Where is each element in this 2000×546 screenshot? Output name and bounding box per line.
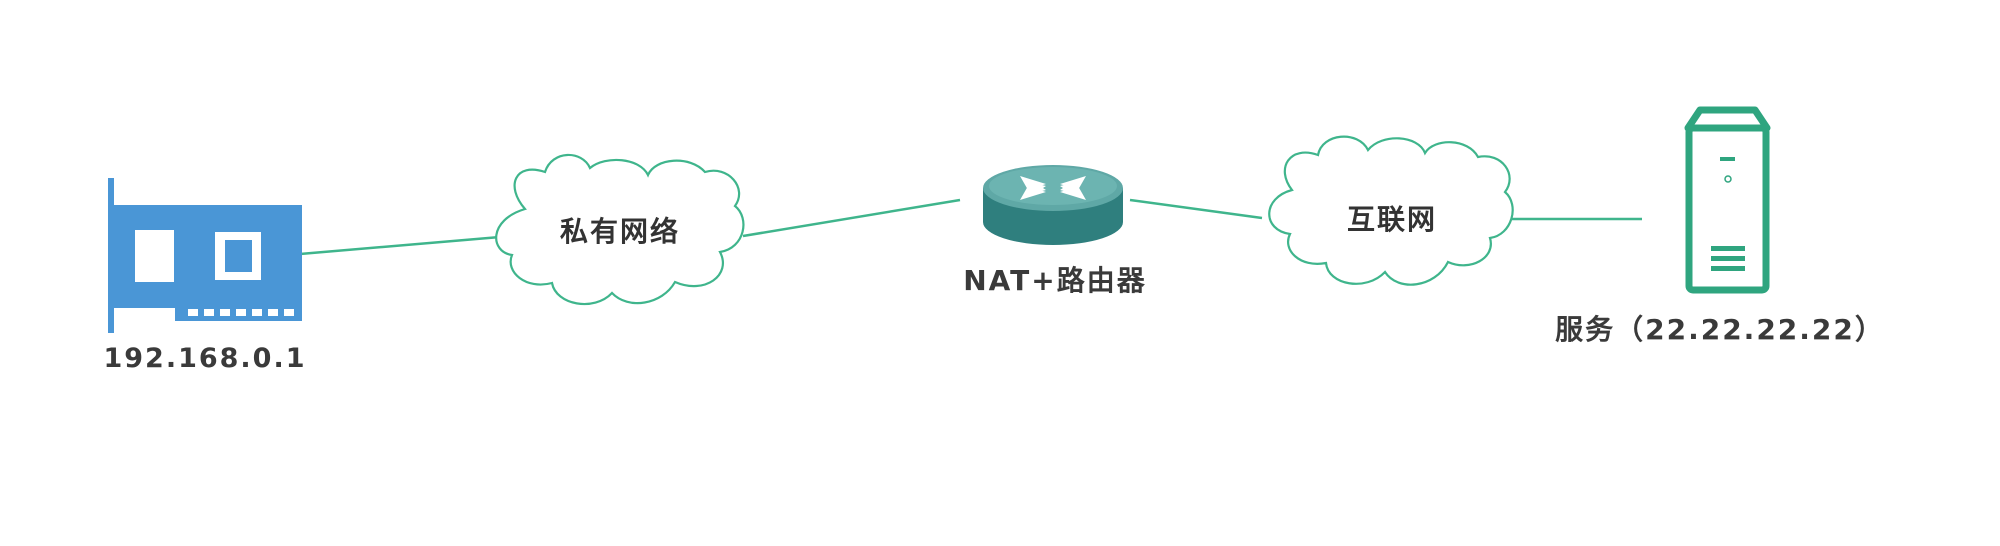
server-label: 服务（22.22.22.22） <box>1555 313 1885 346</box>
router-label: NAT+路由器 <box>963 264 1147 297</box>
router-arrows <box>1020 176 1086 200</box>
private-network-label: 私有网络 <box>560 215 680 248</box>
network-card-icon <box>108 178 302 333</box>
server-led <box>1724 175 1732 183</box>
internet-label: 互联网 <box>1347 203 1437 236</box>
router-icon <box>983 165 1123 245</box>
server-icon <box>1684 106 1771 294</box>
link-private-network-to-router <box>742 198 961 238</box>
cloud-icon-internet <box>1268 135 1514 286</box>
cloud-icon-private-network <box>495 153 745 306</box>
link-router-to-internet <box>1129 198 1263 220</box>
network-card-connector <box>175 295 302 321</box>
server-body <box>1685 124 1770 294</box>
link-pc-to-private-network <box>299 235 501 256</box>
network-card-port-right-inner <box>225 240 252 272</box>
cloud-shape-internet <box>1268 135 1514 286</box>
network-card-bracket <box>108 178 114 333</box>
network-card-pins <box>188 309 294 316</box>
server-indicator <box>1720 157 1735 161</box>
server-vents <box>1711 246 1745 271</box>
pc-ip-label: 192.168.0.1 <box>103 343 306 374</box>
cloud-shape-private-network <box>495 153 745 306</box>
links <box>299 198 1642 256</box>
router-body-top-highlight <box>989 167 1117 205</box>
network-card-port-left <box>135 230 174 282</box>
